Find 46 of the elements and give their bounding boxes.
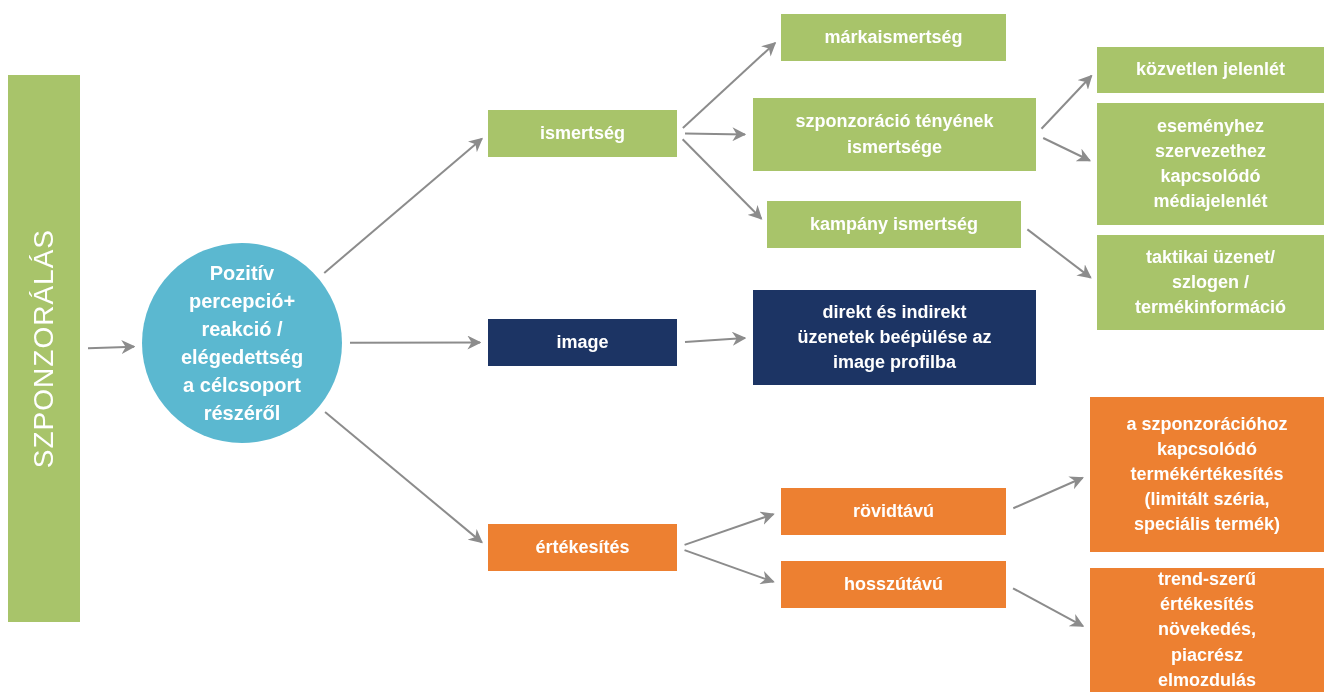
arrow <box>1012 476 1084 510</box>
category-box <box>1090 397 1324 552</box>
arrow <box>1042 137 1092 162</box>
category-box <box>767 201 1021 248</box>
category-box <box>1097 235 1324 330</box>
arrow <box>87 340 136 355</box>
category-box <box>781 14 1006 61</box>
arrow <box>324 411 483 544</box>
category-box <box>1097 47 1324 93</box>
arrow <box>1040 74 1093 130</box>
arrow <box>349 335 482 350</box>
node-label: eseményhez szervezethez kapcsolódó médiajelenlét <box>1152 114 1269 214</box>
node-label: rövidtávú <box>853 499 934 523</box>
arrow <box>684 331 747 346</box>
node-label: taktikai üzenet/ szlogen / termékinformáció <box>1133 245 1288 320</box>
arrow <box>683 511 775 546</box>
arrow <box>684 127 747 142</box>
node-label: márkaismertség <box>824 25 963 49</box>
node-label: image <box>556 330 609 354</box>
node-label: SZPONZORÁLÁS <box>27 228 61 469</box>
node-label: ismertség <box>539 121 625 145</box>
title-bar <box>8 75 80 622</box>
node-label: a szponzorációhoz kapcsolódó termékértékesítés (limitált széria, speciális termék) <box>1125 412 1289 537</box>
category-box <box>781 488 1006 535</box>
category-box <box>488 319 677 366</box>
node-label: értékesítés <box>535 535 630 559</box>
category-box <box>753 98 1036 171</box>
node-label: direkt és indirekt üzenetek beépülése az image profilba <box>796 300 993 375</box>
arrow <box>681 138 763 220</box>
node-label: Pozitív percepció+ reakció / elégedettség a célcsoport részéről <box>180 261 304 426</box>
category-box <box>1097 103 1324 225</box>
node-label: szponzoráció tényének ismertsége <box>794 110 995 159</box>
category-box <box>781 561 1006 608</box>
node-label: hosszútávú <box>844 572 943 596</box>
category-box <box>753 290 1036 385</box>
category-box <box>488 110 677 157</box>
arrow <box>683 549 775 585</box>
arrow <box>323 137 483 274</box>
arrow <box>1012 587 1085 628</box>
category-box <box>488 524 677 571</box>
arrow <box>1026 228 1092 279</box>
node-label: kampány ismertség <box>809 212 979 236</box>
arrow <box>681 41 777 130</box>
node-label: közvetlen jelenlét <box>1135 58 1286 82</box>
node-label: trend-szerű értékesítés növekedés, piacrész elmozdulás <box>1156 568 1258 692</box>
category-box <box>1090 568 1324 692</box>
